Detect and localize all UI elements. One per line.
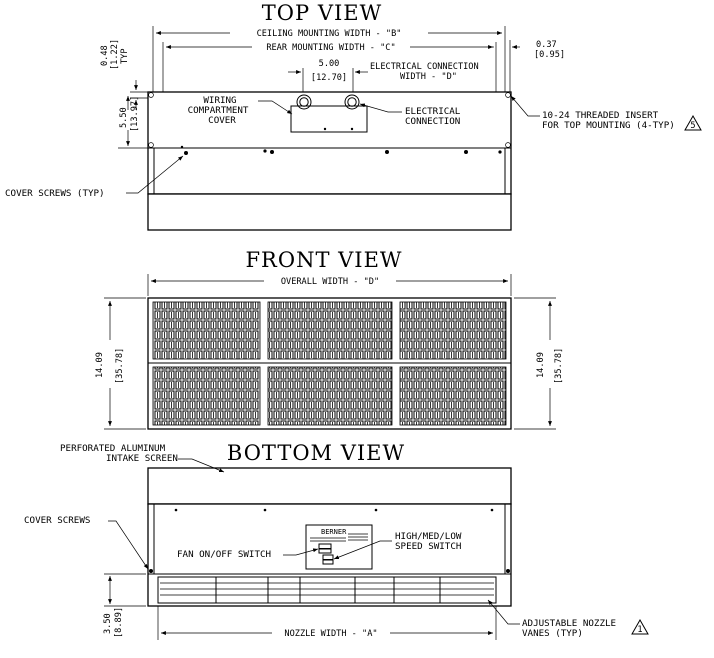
right-offset-dim-metric: [0.95] — [534, 50, 565, 60]
wiring-compartment-label: WIRING — [203, 95, 236, 106]
adjustable-vanes-label: ADJUSTABLE NOZZLE — [522, 618, 616, 629]
svg-text:[35.78]: [35.78] — [115, 348, 125, 384]
svg-text:[8.89]: [8.89] — [114, 607, 124, 638]
svg-text:[1.22]: [1.22] — [110, 39, 120, 70]
vanes-note-number: 1 — [637, 625, 642, 635]
bottom-cover-screws-label: COVER SCREWS — [24, 515, 90, 526]
left-offset-dim: 0.48 — [100, 45, 110, 66]
front-view-title: FRONT VIEW — [245, 248, 402, 272]
svg-text:INTAKE SCREEN: INTAKE SCREEN — [106, 453, 178, 464]
right-offset-dim: 0.37 — [536, 40, 557, 50]
svg-text:WIDTH - "D": WIDTH - "D" — [400, 72, 457, 82]
svg-text:[13.97]: [13.97] — [130, 96, 140, 132]
nozzle-depth-dim: 3.50 — [103, 613, 113, 634]
top-view-title: TOP VIEW — [262, 1, 382, 25]
bottom-view-title: BOTTOM VIEW — [227, 441, 405, 465]
front-height-dim-left: 14.09 — [95, 352, 105, 378]
front-height-dim-right: 14.09 — [536, 352, 546, 378]
svg-text:COVER: COVER — [208, 115, 236, 126]
svg-text:COMPARTMENT: COMPARTMENT — [188, 105, 249, 116]
svg-text:[12.70]: [12.70] — [311, 73, 347, 83]
threaded-insert-label: 10-24 THREADED INSERT — [542, 110, 659, 121]
svg-text:SPEED SWITCH: SPEED SWITCH — [395, 541, 461, 552]
svg-text:[35.78]: [35.78] — [554, 348, 564, 384]
top-height-dim: 5.50 — [119, 107, 129, 128]
rear-width-label: REAR MOUNTING WIDTH - "C" — [266, 43, 395, 53]
svg-text:CONNECTION: CONNECTION — [405, 116, 460, 127]
cover-screws-label: COVER SCREWS (TYP) — [5, 188, 105, 199]
speed-switch-label: HIGH/MED/LOW — [395, 531, 462, 542]
note-triangle-icon — [684, 114, 702, 131]
connection-spacing-dim: 5.00 — [319, 59, 340, 69]
svg-text:FOR TOP MOUNTING (4-TYP): FOR TOP MOUNTING (4-TYP) — [542, 120, 675, 131]
fan-switch-label: FAN ON/OFF SWITCH — [177, 549, 271, 560]
brand-label: BERNER — [321, 528, 347, 536]
electrical-width-label: ELECTRICAL CONNECTION — [370, 62, 479, 72]
ceiling-width-label: CEILING MOUNTING WIDTH - "B" — [257, 29, 402, 39]
overall-width-label: OVERALL WIDTH - "D" — [281, 277, 379, 287]
insert-note-number: 5 — [690, 121, 695, 131]
top-view: CEILING MOUNTING WIDTH - "B" REAR MOUNTI… — [5, 26, 702, 231]
nozzle-width-label: NOZZLE WIDTH - "A" — [284, 629, 377, 639]
svg-text:TYP: TYP — [120, 48, 130, 64]
vanes-note-triangle-icon — [631, 618, 649, 635]
electrical-connection-label: ELECTRICAL — [405, 106, 461, 117]
front-view: OVERALL WIDTH - "D" 14.09 [35.78] 14.09 … — [95, 274, 564, 430]
perforated-screen-label: PERFORATED ALUMINUM — [60, 443, 166, 454]
svg-text:VANES (TYP): VANES (TYP) — [522, 628, 583, 639]
bottom-view: BERNER PERFORATED ALUMINUM INTAKE SCREEN… — [24, 443, 649, 640]
